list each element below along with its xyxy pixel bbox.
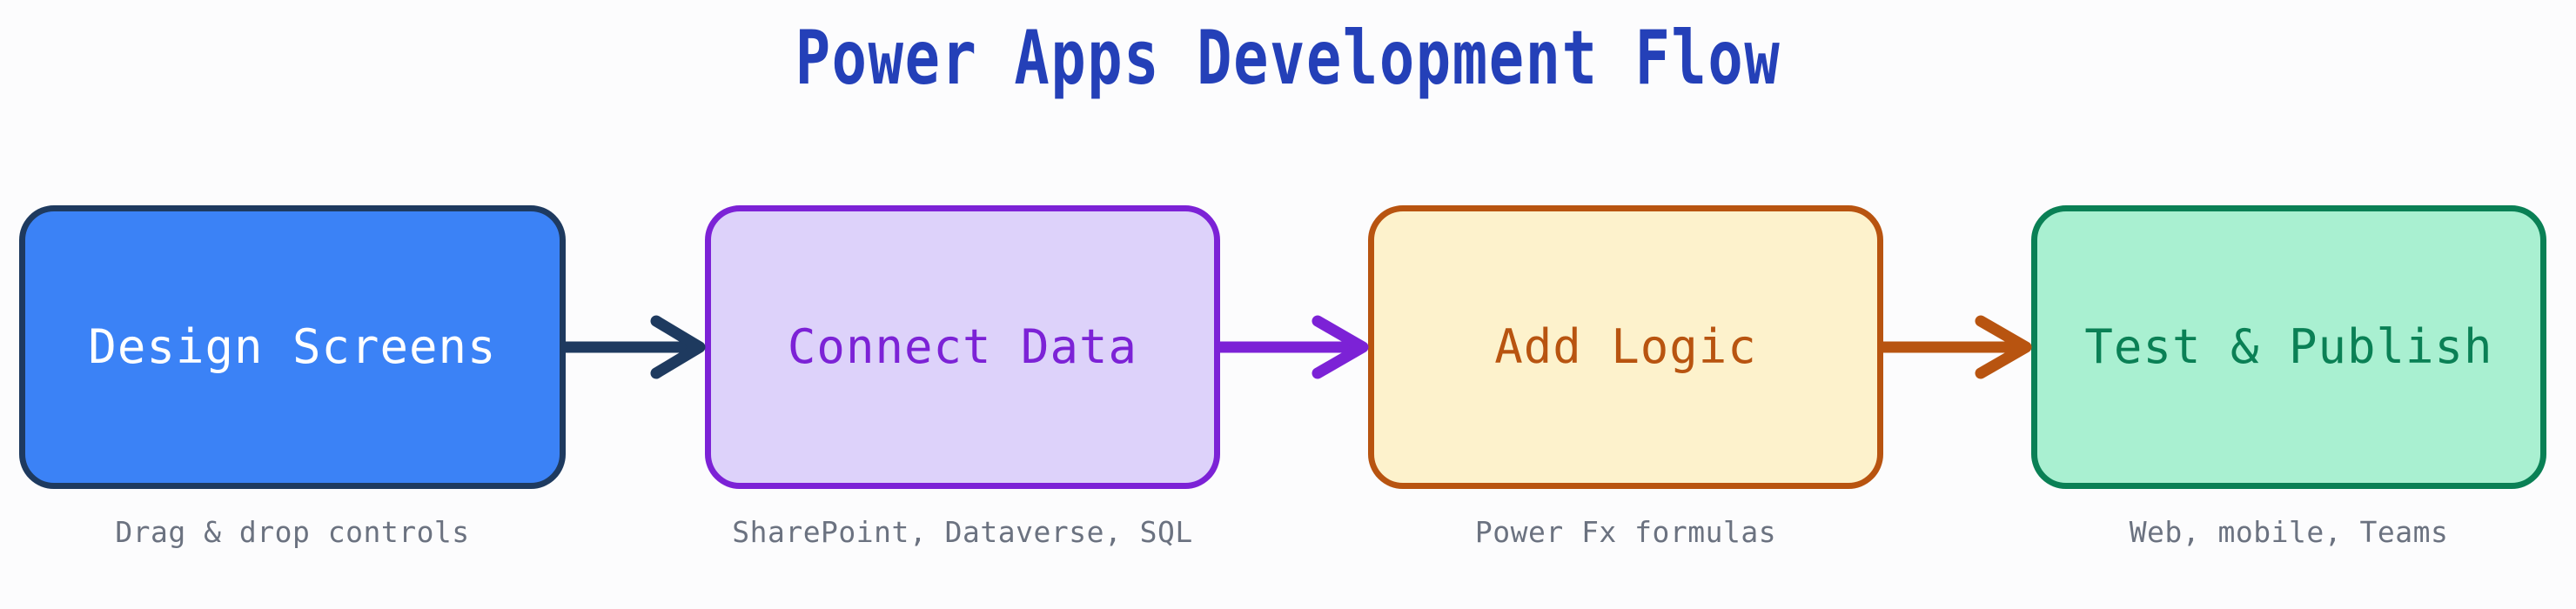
flow-node-design-screens[interactable]: Design Screens: [19, 205, 566, 489]
flow-node-caption: Power Fx formulas: [1474, 515, 1777, 549]
flow-node-label: Test & Publish: [2084, 319, 2493, 374]
flow-caption-row: Drag & drop controls SharePoint, Dataver…: [0, 515, 2576, 576]
flow-node-label: Connect Data: [787, 319, 1138, 374]
arrow-right-icon: [560, 315, 706, 379]
flow-step-row: Design Screens Connect Data Add Logic Te…: [0, 205, 2576, 492]
flow-node-caption: Web, mobile, Teams: [2129, 515, 2449, 549]
flow-node-label: Design Screens: [88, 319, 497, 374]
arrow-right-icon: [1214, 315, 1369, 379]
flow-node-caption: Drag & drop controls: [115, 515, 470, 549]
flow-node-test-publish[interactable]: Test & Publish: [2031, 205, 2546, 489]
arrow-right-icon: [1877, 315, 2032, 379]
flow-node-add-logic[interactable]: Add Logic: [1368, 205, 1883, 489]
page-title: Power Apps Development Flow: [795, 15, 1781, 102]
flow-node-label: Add Logic: [1494, 319, 1757, 374]
flow-node-caption: SharePoint, Dataverse, SQL: [732, 515, 1193, 549]
flow-node-connect-data[interactable]: Connect Data: [705, 205, 1220, 489]
